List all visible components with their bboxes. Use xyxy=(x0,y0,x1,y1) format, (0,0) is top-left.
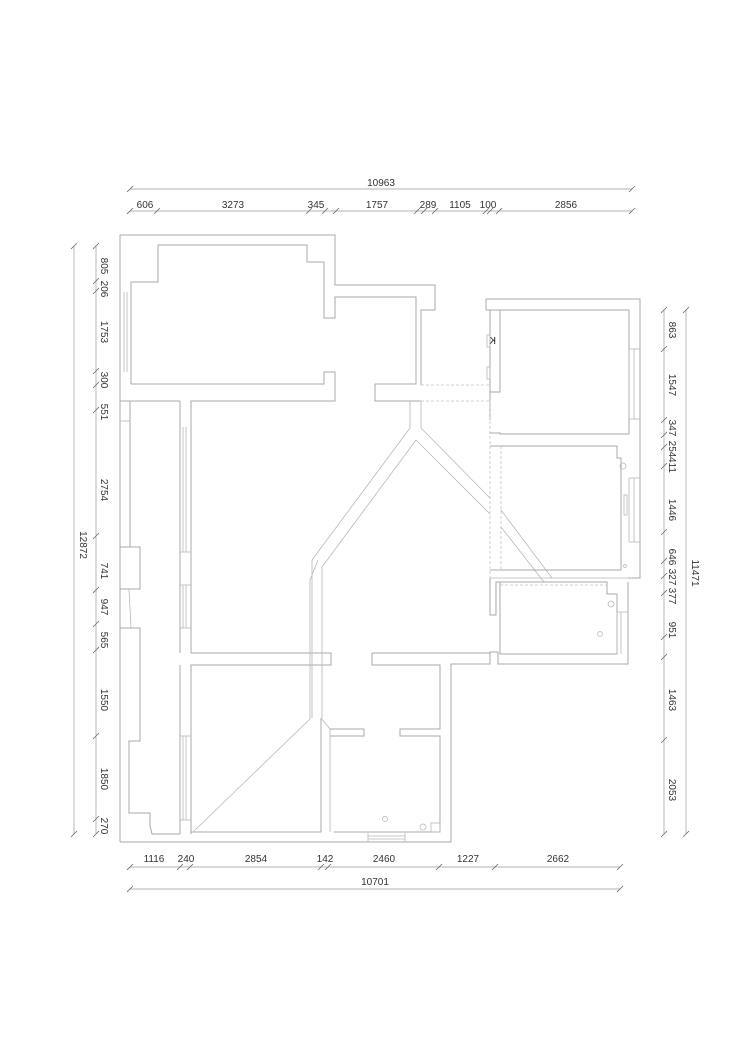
right-dimension-chain: 863 1547 347 254 411 1446 646 327 377 95… xyxy=(660,306,677,838)
fixture-circle-icon xyxy=(419,823,427,831)
dim-label: 327 xyxy=(666,569,677,586)
dim-label: 606 xyxy=(137,200,154,211)
dim-label: 565 xyxy=(98,632,109,649)
fixture-box-icon xyxy=(430,822,441,833)
left-dimension-chain: 805 206 1753 300 551 2754 741 947 565 15… xyxy=(92,242,109,838)
dim-label: 863 xyxy=(666,322,677,339)
room-right-middle xyxy=(490,445,640,571)
dim-label: 1116 xyxy=(144,854,165,865)
room-right-bottom xyxy=(489,577,628,655)
left-total-label: 12872 xyxy=(77,531,88,559)
dim-label: 254 xyxy=(666,441,677,458)
room-bottom-center xyxy=(330,652,491,842)
dim-label: 805 xyxy=(98,258,109,275)
dim-label: 1446 xyxy=(666,499,677,522)
living-west-wall xyxy=(180,401,332,834)
bottom-dimension-total: 10701 xyxy=(126,877,624,893)
switch-mark-icon: K xyxy=(489,336,496,347)
dim-label: 345 xyxy=(308,200,325,211)
dim-label: 947 xyxy=(98,599,109,616)
bottom-dimension-chain: 1116 240 2854 142 2460 1227 2662 xyxy=(126,854,624,871)
left-dimension-total: 12872 xyxy=(70,242,88,838)
dim-label: 1227 xyxy=(457,854,480,865)
dim-label: 1753 xyxy=(98,321,109,344)
dim-label: 1463 xyxy=(666,689,677,712)
dim-label: 2856 xyxy=(555,200,578,211)
top-dimension-chain: 606 3273 345 1757 289 1105 100 2856 xyxy=(126,200,636,215)
dim-label: 2460 xyxy=(373,854,396,865)
outer-walls xyxy=(119,234,641,843)
dim-label: 741 xyxy=(98,563,109,580)
dim-label: 1105 xyxy=(449,200,471,211)
dim-label: 206 xyxy=(98,281,109,298)
dim-label: 2854 xyxy=(245,854,268,865)
dim-label: 1550 xyxy=(98,689,109,712)
dim-label: 951 xyxy=(666,622,677,639)
floor-drain-icon xyxy=(597,631,603,637)
dim-label: 270 xyxy=(98,818,109,835)
room-bottom-left xyxy=(191,559,331,833)
dim-label: 300 xyxy=(98,372,109,389)
dim-label: 411 xyxy=(666,457,677,473)
dim-label: 551 xyxy=(98,404,109,421)
dim-label: 100 xyxy=(480,200,497,211)
top-total-label: 10963 xyxy=(367,178,395,189)
dim-label: 1850 xyxy=(98,768,109,791)
bottom-total-label: 10701 xyxy=(361,877,389,888)
left-balcony xyxy=(119,401,181,835)
dim-label: 240 xyxy=(178,854,195,865)
dim-label: 1757 xyxy=(366,200,389,211)
dim-label: 377 xyxy=(666,588,677,605)
room-top-left xyxy=(120,244,421,428)
dim-label: 2053 xyxy=(666,779,677,802)
dim-label: 1547 xyxy=(666,374,677,397)
dim-label: 347 xyxy=(666,420,677,437)
dim-label: 2662 xyxy=(547,854,570,865)
central-corridor xyxy=(311,384,553,718)
room-right-top: K xyxy=(486,309,640,435)
dim-label: 289 xyxy=(420,200,437,211)
top-dimension-total: 10963 xyxy=(126,178,636,193)
right-dimension-total: 11471 xyxy=(682,306,700,838)
fixture-circle-icon xyxy=(619,462,627,470)
right-total-label: 11471 xyxy=(689,559,700,587)
dim-label: 3273 xyxy=(222,200,245,211)
floor-drain-icon xyxy=(382,816,388,822)
dim-label: 2754 xyxy=(98,479,109,502)
fixture-circle-icon xyxy=(607,600,615,608)
dim-label: 142 xyxy=(317,854,334,865)
dim-label: 646 xyxy=(666,549,677,566)
